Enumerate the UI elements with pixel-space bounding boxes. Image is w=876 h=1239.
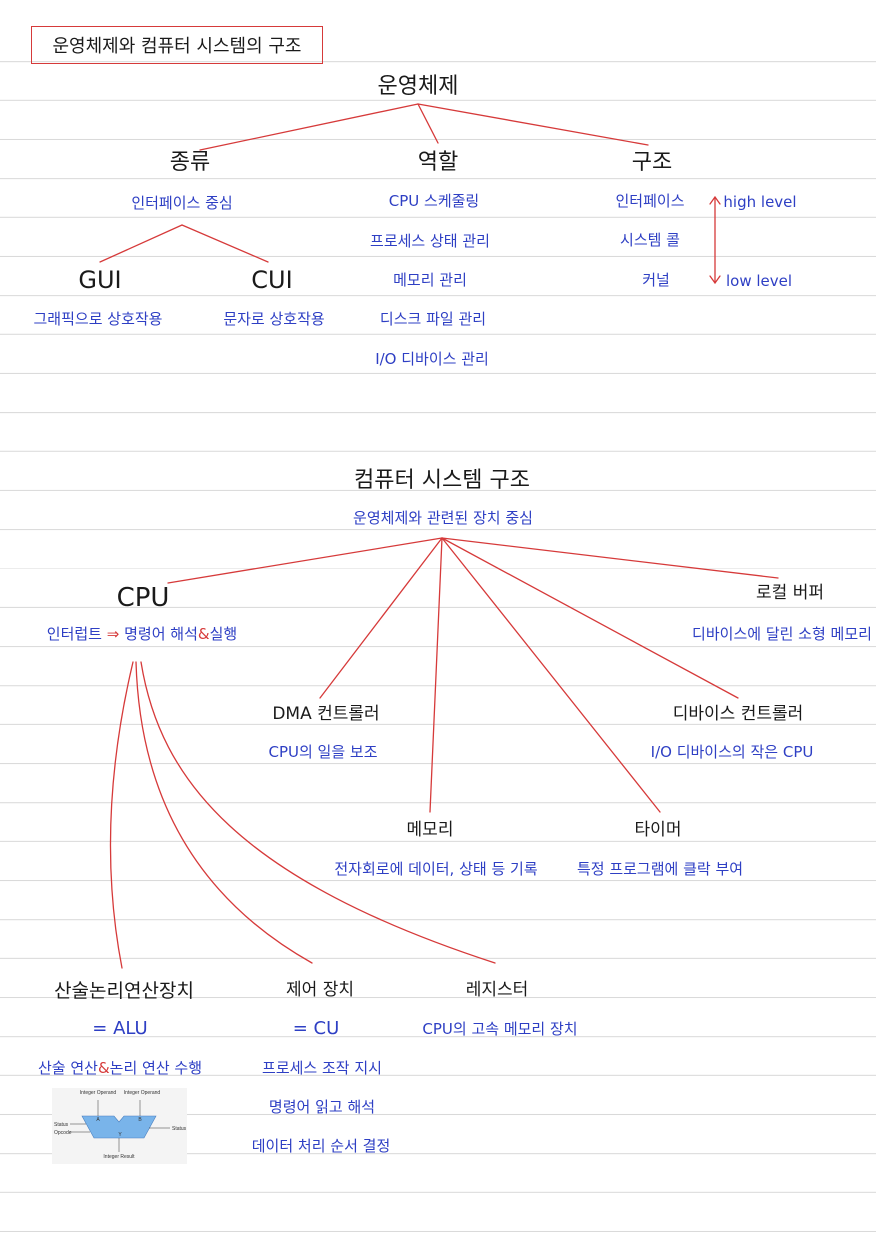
cpu-desc-execute: 실행 [209,625,238,643]
alu-desc-arith: 산술 연산 [37,1059,98,1077]
line-os-structure [417,103,649,146]
line-cpu-alu [109,661,134,969]
local-buffer-name: 로컬 버퍼 [756,583,824,603]
role-item: 프로세스 상태 관리 [370,232,490,250]
cpu-desc-decode: 명령어 해석 [124,625,198,643]
os-structure-heading: 구조 [631,150,673,175]
cs-sub: 운영체제와 관련된 장치 중심 [353,509,533,527]
level-arrow-head-up [709,195,721,205]
line-cs-device-ctrl [441,537,739,699]
alu-status-in: Status [54,1122,69,1128]
os-heading: 운영체제 [377,74,459,99]
level-arrow-head-down [709,275,721,285]
arrow-icon: ⇒ [106,625,120,643]
cu-name: 제어 장치 [286,980,354,1000]
cpu-desc: 인터럽트 ⇒ 명령어 해석&실행 [47,627,237,642]
cu-eq: = CU [292,1018,340,1039]
structure-item: 시스템 콜 [620,231,680,249]
alu-desc-logic: 논리 연산 수행 [109,1059,203,1077]
os-types-sub: 인터페이스 중심 [131,194,233,212]
os-types-heading: 종류 [169,150,211,175]
line-os-role [417,103,439,144]
structure-item: 인터페이스 [615,192,685,210]
role-item: CPU 스케줄링 [388,192,480,210]
gui-desc: 그래픽으로 상호작용 [33,310,163,328]
alu-opcode: Opcode [54,1130,72,1136]
line-cs-timer [441,537,661,813]
ampersand-icon: & [197,625,210,643]
low-level-label: low level [725,272,793,290]
line-cs-cpu [167,537,443,584]
alu-port-a: A [96,1117,100,1123]
dma-name: DMA 컨트롤러 [272,704,380,724]
alu-eq: = ALU [92,1018,148,1039]
device-ctrl-name: 디바이스 컨트롤러 [672,704,804,724]
cpu-desc-interrupt: 인터럽트 [46,625,102,643]
alu-port-y: Y [118,1132,122,1138]
line-cs-memory [429,537,443,813]
register-name: 레지스터 [465,980,529,1000]
cu-item: 명령어 읽고 해석 [268,1098,376,1116]
alu-port-b: B [138,1117,142,1123]
cpu-name: CPU [116,583,170,613]
cs-heading: 컴퓨터 시스템 구조 [354,468,530,493]
line-types-cui [181,224,269,263]
cu-item: 프로세스 조작 지시 [262,1059,382,1077]
page-title: 운영체제와 컴퓨터 시스템의 구조 [31,26,323,64]
timer-name: 타이머 [634,820,682,840]
line-types-gui [99,224,183,263]
cu-item: 데이터 처리 순서 결정 [251,1137,391,1155]
register-desc: CPU의 고속 메모리 장치 [422,1020,578,1038]
device-ctrl-desc: I/O 디바이스의 작은 CPU [650,743,814,761]
alu-result: Integer Result [103,1154,135,1160]
os-role-heading: 역할 [417,150,459,175]
role-item: 메모리 관리 [393,271,467,289]
dma-desc: CPU의 일을 보조 [268,743,378,761]
alu-in-a: Integer Operand [80,1090,117,1096]
line-os-types [199,103,419,151]
cui-name: CUI [251,266,293,294]
ampersand-icon: & [97,1059,110,1077]
memory-desc: 전자회로에 데이터, 상태 등 기록 [334,860,538,878]
role-item: 디스크 파일 관리 [379,310,487,328]
cui-desc: 문자로 상호작용 [223,310,325,328]
gui-name: GUI [78,266,122,294]
memory-name: 메모리 [406,820,454,840]
timer-desc: 특정 프로그램에 클락 부여 [576,860,744,878]
line-cs-dma [319,537,443,699]
alu-diagram: Integer Operand Integer Operand A B Stat… [52,1088,187,1164]
high-level-label: high level [723,193,797,211]
alu-desc: 산술 연산&논리 연산 수행 [38,1061,202,1076]
alu-status-out: Status [172,1126,187,1132]
local-buffer-desc: 디바이스에 달린 소형 메모리 [692,625,872,643]
structure-item: 커널 [642,271,670,289]
line-cs-local-buffer [441,537,779,579]
alu-in-b: Integer Operand [124,1090,161,1096]
role-item: I/O 디바이스 관리 [375,350,489,368]
alu-name: 산술논리연산장치 [54,980,194,1002]
